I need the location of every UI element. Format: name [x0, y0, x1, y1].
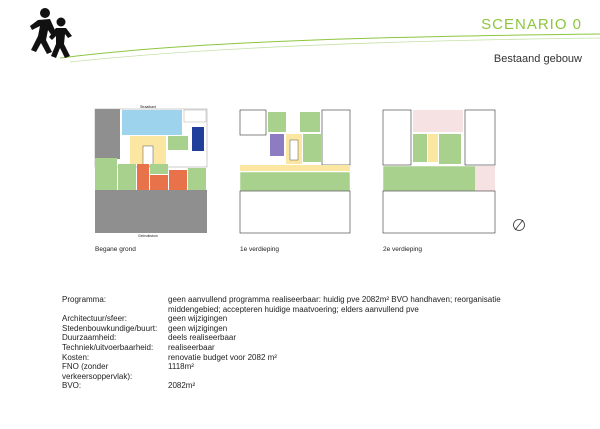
north-arrow-icon — [513, 219, 525, 231]
info-value: 1118m² — [168, 362, 194, 372]
info-label: Architectuur/sfeer: — [62, 314, 127, 324]
plan-first-floor — [239, 109, 351, 234]
scenario-info-table: Programma: geen aanvullend programma rea… — [62, 295, 528, 391]
info-value: 2082m² — [168, 381, 196, 391]
info-row: Techniek/uitvoerbaarheid: realiseerbaar — [62, 343, 528, 353]
info-label: Programma: — [62, 295, 107, 304]
info-label: Duurzaamheid: — [62, 333, 117, 343]
floor-plans: Straatkant Gebruikstuin — [94, 105, 496, 238]
page-subtitle: Bestaand gebouw — [493, 53, 582, 65]
info-value: realiseerbaar — [168, 342, 215, 352]
plan-ground-floor: Straatkant Gebruikstuin — [94, 105, 208, 238]
info-label: Techniek/uitvoerbaarheid: — [62, 342, 154, 352]
header-swoosh — [59, 33, 600, 63]
info-label: FNO (zonder verkeersoppervlak): — [62, 362, 133, 381]
running-children-logo — [30, 8, 72, 58]
info-row: Kosten: renovatie budget voor 2082 m² — [62, 353, 528, 363]
info-row: BVO: 2082m² — [62, 381, 528, 391]
info-row: FNO (zonder verkeersoppervlak): 1118m² — [62, 362, 528, 381]
info-value: deels realiseerbaar — [168, 333, 237, 343]
info-value: geen aanvullend programma realiseerbaar:… — [168, 295, 501, 314]
caption-ground-floor: Begane grond — [95, 246, 136, 253]
caption-second-floor: 2e verdieping — [383, 246, 423, 253]
info-row: Architectuur/sfeer: geen wijzigingen — [62, 314, 528, 324]
plan-second-floor — [382, 109, 496, 234]
info-value: geen wijzigingen — [168, 314, 228, 324]
info-label: BVO: — [62, 381, 82, 391]
info-label: Kosten: — [62, 352, 90, 362]
info-value: renovatie budget voor 2082 m² — [168, 352, 277, 362]
info-label: Stedenbouwkundige/buurt: — [62, 323, 158, 333]
caption-first-floor: 1e verdieping — [240, 246, 280, 253]
ground-label-garden: Gebruikstuin — [138, 234, 158, 238]
scenario-title: SCENARIO 0 — [481, 16, 582, 33]
ground-label-street: Straatkant — [140, 105, 156, 109]
info-row: Duurzaamheid: deels realiseerbaar — [62, 333, 528, 343]
info-row: Programma: geen aanvullend programma rea… — [62, 295, 528, 314]
info-row: Stedenbouwkundige/buurt: geen wijziginge… — [62, 324, 528, 334]
info-value: geen wijzigingen — [168, 323, 228, 333]
